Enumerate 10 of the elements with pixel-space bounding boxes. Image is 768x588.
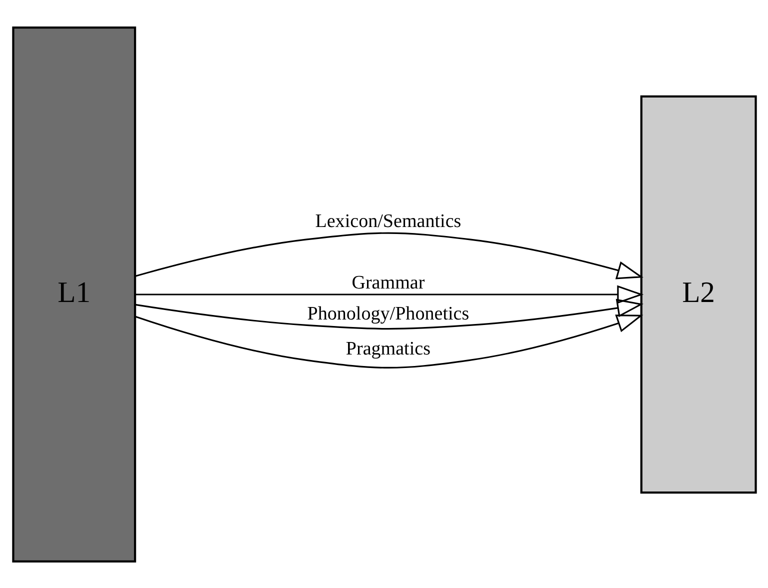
edge-label: Phonology/Phonetics xyxy=(306,302,469,324)
edge-label: Pragmatics xyxy=(345,338,430,359)
edge-label: Grammar xyxy=(351,272,424,294)
arrow xyxy=(134,298,643,330)
edge-label: Lexicon/Semantics xyxy=(314,210,461,232)
arrow xyxy=(134,314,643,368)
node-box: L2 xyxy=(640,94,756,494)
node-box: L1 xyxy=(12,26,136,562)
arrow xyxy=(134,284,644,304)
arrow xyxy=(134,232,643,279)
